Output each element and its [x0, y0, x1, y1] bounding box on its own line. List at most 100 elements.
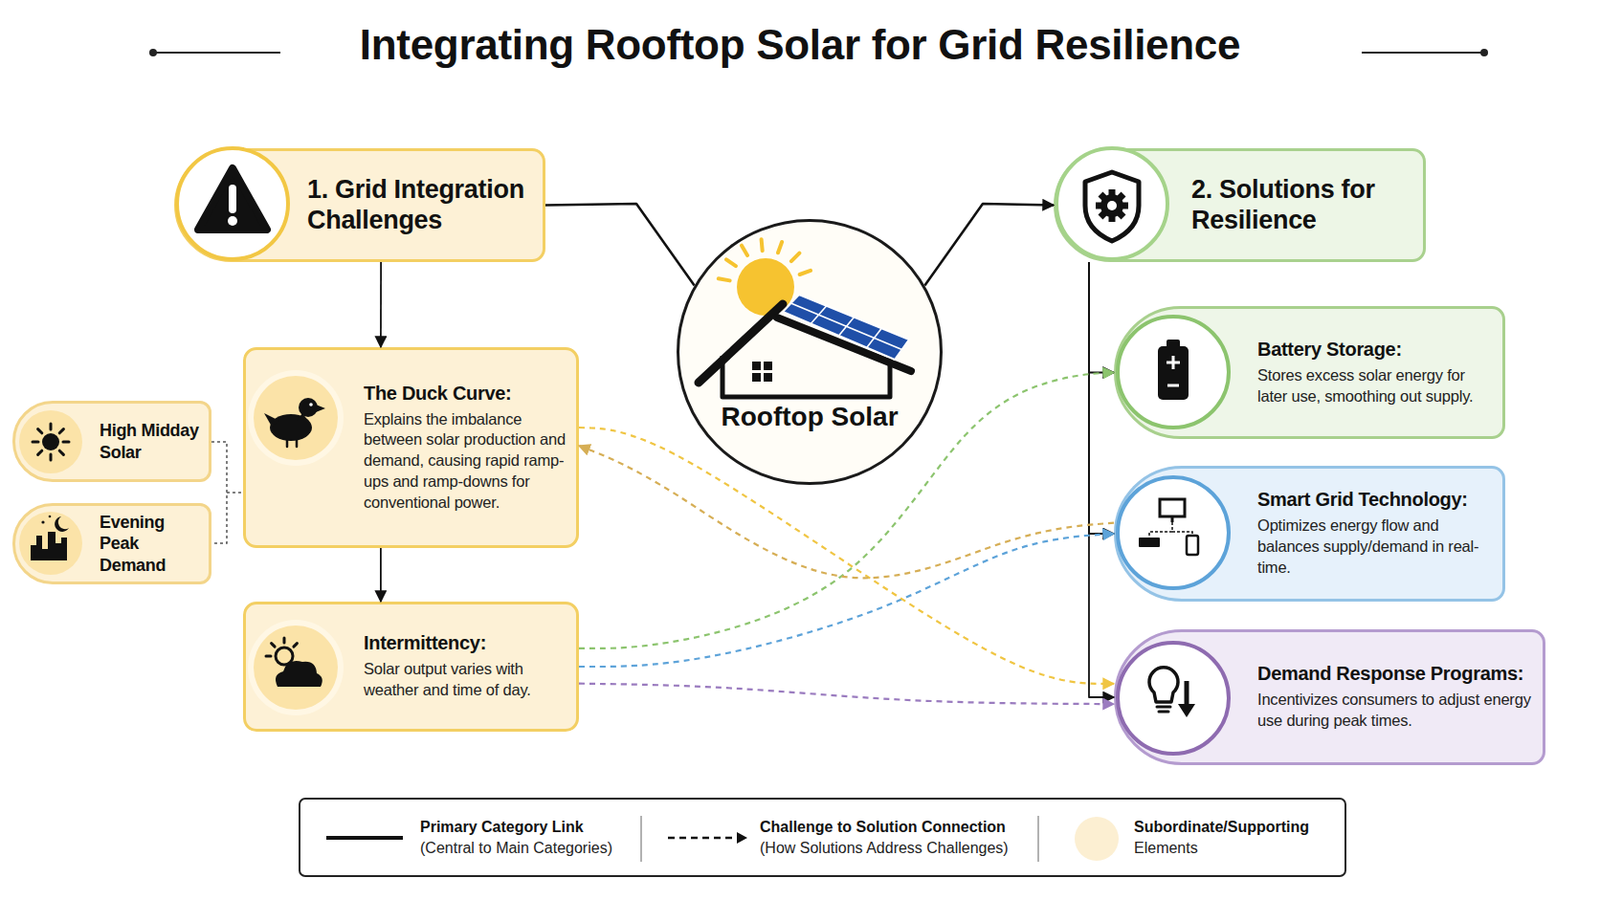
warning-icon	[227, 216, 238, 226]
supporting-box: Evening Peak Demand	[12, 503, 212, 585]
battery-icon	[1166, 355, 1180, 386]
shield-gear-icon	[1095, 189, 1129, 223]
legend-text: Primary Category Link (Central to Main C…	[420, 817, 645, 859]
bulb-arrow-icon	[1117, 643, 1229, 755]
shield-gear-icon	[1095, 202, 1129, 210]
bulb-arrow-icon	[1184, 681, 1190, 709]
node-body: Solar output varies with weather and tim…	[363, 659, 567, 702]
sun-icon	[19, 410, 83, 474]
legend-entry: Challenge to Solution Connection (How So…	[759, 800, 1033, 876]
rooftop-solar-illustration	[763, 373, 773, 382]
sun-icon	[32, 423, 69, 461]
solution-box: Battery Storage:Stores excess solar ener…	[1113, 306, 1506, 440]
connector	[1088, 262, 1114, 374]
smart-grid-icon	[1138, 537, 1160, 548]
title-rule	[149, 48, 157, 57]
rooftop-solar-illustration	[752, 373, 761, 382]
duck-icon	[287, 440, 297, 447]
supporting-box: High Midday Solar	[12, 400, 212, 483]
node-heading: High Midday Solar	[99, 420, 203, 464]
city-night-icon	[30, 532, 67, 561]
smart-grid-icon	[1186, 535, 1199, 556]
legend-box: Primary Category Link (Central to Main C…	[298, 798, 1347, 878]
hub-circle: Rooftop Solar	[676, 219, 943, 486]
duck-icon	[247, 370, 344, 467]
node-heading: Battery Storage:	[1257, 338, 1491, 361]
bulb-arrow-icon	[1149, 667, 1178, 703]
duck-icon	[309, 402, 313, 407]
city-night-icon	[19, 511, 83, 576]
solution-box: Smart Grid Technology: Optimizes energy f…	[1113, 466, 1506, 602]
sun-cloud-icon	[275, 661, 323, 688]
smart-grid-icon	[1117, 477, 1229, 589]
bracket	[211, 442, 244, 544]
connector	[379, 548, 382, 602]
smart-grid-icon	[1171, 516, 1175, 523]
battery-icon	[1166, 339, 1180, 349]
legend-sample	[1037, 816, 1040, 863]
duck-icon	[269, 414, 312, 442]
duck-icon	[253, 376, 338, 461]
warning-icon	[198, 168, 267, 230]
city-night-icon	[19, 511, 83, 576]
diagram-title: Integrating Rooftop Solar for Grid Resil…	[0, 21, 1600, 69]
node-body: Optimizes energy flow and balances suppl…	[1257, 515, 1491, 578]
connector	[578, 684, 1114, 705]
rooftop-solar-illustration	[752, 361, 761, 371]
rooftop-solar-illustration	[782, 294, 910, 360]
rooftop-solar-illustration	[736, 258, 795, 316]
smart-grid-icon	[1159, 499, 1185, 517]
shield-gear-icon	[1056, 148, 1168, 260]
city-night-icon	[41, 520, 45, 524]
smart-grid-icon	[1149, 522, 1193, 538]
city-night-icon	[48, 515, 52, 519]
bracket	[211, 442, 244, 544]
duck-icon	[298, 398, 318, 418]
node-heading: 2. Solutions for Resilience	[1191, 175, 1414, 237]
connector	[578, 445, 1114, 578]
battery-icon	[1117, 316, 1229, 428]
connector	[578, 533, 1114, 667]
shield-gear-icon	[1056, 148, 1168, 260]
sun-cloud-icon	[253, 625, 338, 711]
connector	[379, 262, 382, 348]
node-body: Incentivizes consumers to adjust energy …	[1257, 689, 1532, 733]
node-heading: Smart Grid Technology:	[1257, 488, 1491, 512]
legend-text: Challenge to Solution Connection (How So…	[759, 817, 1033, 859]
duck-icon	[247, 370, 344, 467]
smart-grid-icon	[1117, 477, 1229, 589]
connector	[1088, 262, 1114, 534]
duck-icon	[296, 413, 309, 422]
challenge-box: Intermittency: Solar output varies with w…	[243, 601, 579, 733]
legend-sample	[326, 816, 1039, 863]
city-night-icon	[54, 516, 69, 533]
legend-sample	[640, 816, 643, 863]
title-rule	[1361, 51, 1485, 54]
sun-icon	[19, 410, 83, 474]
legend-sample	[326, 836, 403, 841]
battery-icon	[1157, 346, 1189, 400]
category-box: 2. Solutions for Resilience	[1053, 148, 1426, 263]
shield-gear-icon	[1098, 192, 1127, 221]
battery-icon	[1117, 316, 1229, 428]
node-heading: Rooftop Solar	[688, 401, 931, 433]
shield-gear-icon	[1085, 172, 1139, 242]
shield-gear-icon	[1109, 189, 1116, 223]
warning-icon	[228, 184, 237, 214]
rooftop-solar-illustration	[763, 361, 773, 371]
legend-text: Subordinate/Supporting Elements	[1133, 817, 1340, 859]
node-body: Explains the imbalance between solar pro…	[363, 409, 567, 514]
bulb-arrow-icon	[1156, 707, 1171, 712]
solution-box: Demand Response Programs:Incentivizes co…	[1113, 629, 1546, 766]
node-heading: Intermittency:	[363, 632, 567, 655]
legend-swatch	[1074, 817, 1119, 862]
sun-cloud-icon	[275, 647, 293, 666]
connector	[578, 427, 1114, 685]
duck-icon	[264, 413, 280, 427]
title-rule	[153, 51, 281, 54]
bulb-arrow-icon	[1117, 643, 1229, 755]
warning-icon	[177, 148, 289, 260]
rooftop-solar-illustration	[718, 239, 811, 281]
shield-gear-icon	[1100, 194, 1124, 218]
